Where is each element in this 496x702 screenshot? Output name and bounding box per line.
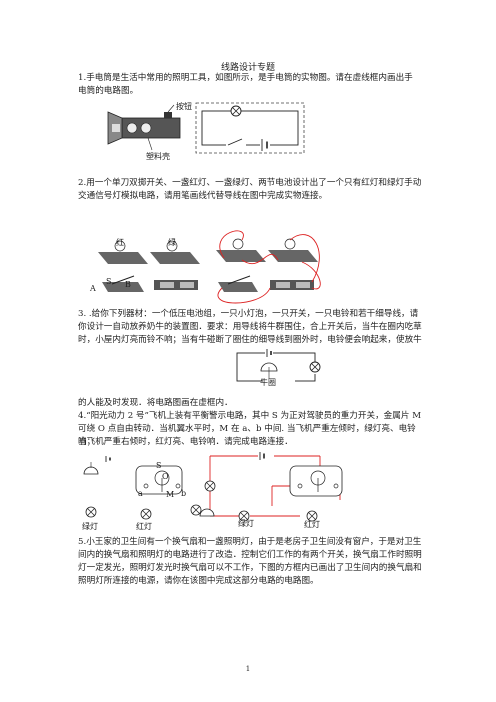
q2-components-right bbox=[216, 230, 321, 304]
label-red-lamp: 红灯 bbox=[136, 522, 152, 531]
q4-text-line2: 可绕 O 点自由转动．当机翼水平时，M 在 a、b 中间. 当飞机严重左倾时，绿… bbox=[78, 424, 416, 447]
label-shell: 塑料壳 bbox=[146, 152, 170, 161]
q3-text-line4: 的人能及时发现．将电路图画在虚框内． bbox=[78, 398, 233, 408]
page-number: 1 bbox=[245, 665, 251, 673]
q5-text-line1: 5.小王家的卫生间有一个换气扇和一盏照明灯，由于是老房子卫生间没有窗户，于是对卫… bbox=[78, 537, 422, 547]
q3-text-line2: 你设计一自动放养奶牛的装置图．要求：用导线将牛群围住，合上开关后，当牛在圈内吃草 bbox=[78, 322, 422, 332]
label-green-lamp: 绿灯 bbox=[82, 522, 98, 531]
q2-text-line1: 2.用一个单刀双掷开关、一盏红灯、一盏绿灯、两节电池设计出了一个只有红灯和绿灯手… bbox=[78, 178, 422, 188]
label-S-left: S bbox=[156, 461, 162, 470]
q5-text-line2: 间内的换气扇和照明灯的电路进行了改造．控制它们工作的有两个开关，换气扇工作时照明 bbox=[78, 550, 422, 560]
label-A: A bbox=[90, 284, 96, 293]
label-a-left: a bbox=[138, 489, 143, 498]
label-button: 按钮 bbox=[176, 102, 192, 111]
q4-components bbox=[83, 456, 202, 520]
label-S: S bbox=[106, 277, 112, 286]
page-title: 线路设计专题 bbox=[220, 63, 275, 73]
flashlight-figure bbox=[107, 104, 181, 151]
q1-circuit-box bbox=[195, 102, 305, 154]
q3-text-line1: 3. .给你下列器材：一个低压电池组，一只小灯泡，一只开关，一只电铃和若干细导线… bbox=[78, 309, 419, 319]
q5-text-line3: 灯一定发光，照明灯发光时换气扇可以不工作，下图的方框内已画出了卫生间内的换气扇和 bbox=[78, 563, 422, 573]
q1-text-line1: 1.手电筒是生活中常用的照明工具，如图所示，是手电筒的实物图。请在虚线框内画出手 bbox=[78, 73, 413, 83]
q3-circuit bbox=[236, 349, 321, 387]
label-O-left: O bbox=[162, 472, 169, 481]
q1-text-line2: 电筒的电路图。 bbox=[78, 86, 139, 96]
label-red: 红 bbox=[116, 238, 124, 247]
q4-text-line3: 当飞机严重右倾时，红灯亮、电铃响．请完成电路连接． bbox=[78, 437, 293, 447]
label-cattle-pen: 牛圈 bbox=[260, 378, 276, 387]
q3-text-line3: 时，小屋内灯亮而铃不响；当有牛碰断了圈住的细导线到圈外时，电铃便会响起来，使放牛 bbox=[78, 335, 422, 345]
q2-components-left bbox=[98, 240, 200, 292]
q4-text-line1: 4.“阳光动力 2 号”飞机上装有平衡警示电路，其中 S 为正对驾驶员的重力开关… bbox=[78, 411, 421, 421]
label-b-left: b bbox=[181, 489, 187, 498]
q4-wired-circuit bbox=[199, 452, 343, 522]
q5-text-line4: 照明灯所连接的电源，请你在该图中完成这部分电路的电路图。 bbox=[78, 576, 319, 586]
label-M-left: M bbox=[166, 490, 175, 499]
label-red-lamp-2: 红灯 bbox=[304, 520, 320, 529]
label-B: B bbox=[125, 280, 131, 289]
q2-text-line2: 交通信号灯模拟电路，请用笔画线代替导线在图中完成实物连接。 bbox=[78, 191, 328, 201]
label-green: 绿 bbox=[168, 238, 176, 247]
label-green-lamp-2: 绿灯 bbox=[238, 519, 254, 528]
